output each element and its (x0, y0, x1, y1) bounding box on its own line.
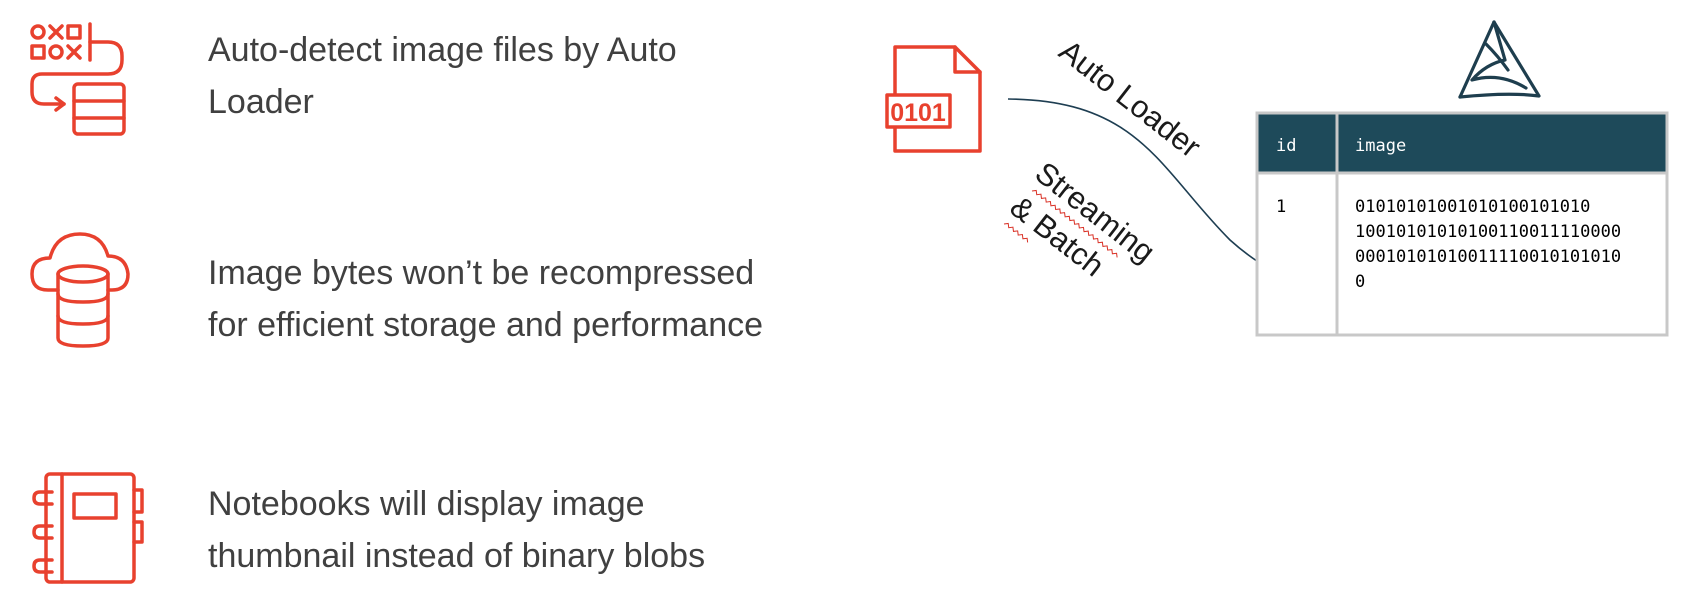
feature-line: Loader (208, 83, 314, 121)
feature-text-recompress: Image bytes won’t be recompressed for ef… (208, 247, 828, 351)
table-cell-image-line: 10010101010100110011110000 (1355, 222, 1621, 242)
table-cell-image-line: 0 (1355, 272, 1365, 292)
feature-line: Image bytes won’t be recompressed (208, 254, 755, 292)
databricks-logo-icon (1458, 20, 1541, 99)
feature-line: thumbnail instead of binary blobs (208, 537, 706, 575)
table-cell-image-line: 01010101001010100101010 (1355, 197, 1590, 217)
cloud-database-icon (30, 232, 130, 348)
workflow-icon (30, 22, 126, 136)
spellcheck-underline (1031, 189, 1118, 258)
image-table: id image 1 01010101001010100101010 10010… (1255, 111, 1669, 337)
feature-text-notebooks: Notebooks will display image thumbnail i… (208, 478, 828, 582)
file-label: 0101 (890, 99, 946, 127)
table-cell-image-line: 00010101010011110010101010 (1355, 247, 1621, 267)
auto-loader-label: Auto Loader (1053, 33, 1208, 165)
feature-line: Auto-detect image files by Auto (208, 31, 677, 69)
notebook-icon (32, 472, 144, 584)
feature-text-autodetect: Auto-detect image files by Auto Loader (208, 24, 828, 128)
binary-file-icon (885, 45, 982, 153)
table-header-id: id (1276, 136, 1296, 156)
feature-line: for efficient storage and performance (208, 306, 764, 344)
table-header-image: image (1355, 136, 1406, 156)
feature-line: Notebooks will display image (208, 485, 645, 523)
table-cell-id: 1 (1276, 197, 1286, 217)
spellcheck-underline (1003, 222, 1029, 243)
